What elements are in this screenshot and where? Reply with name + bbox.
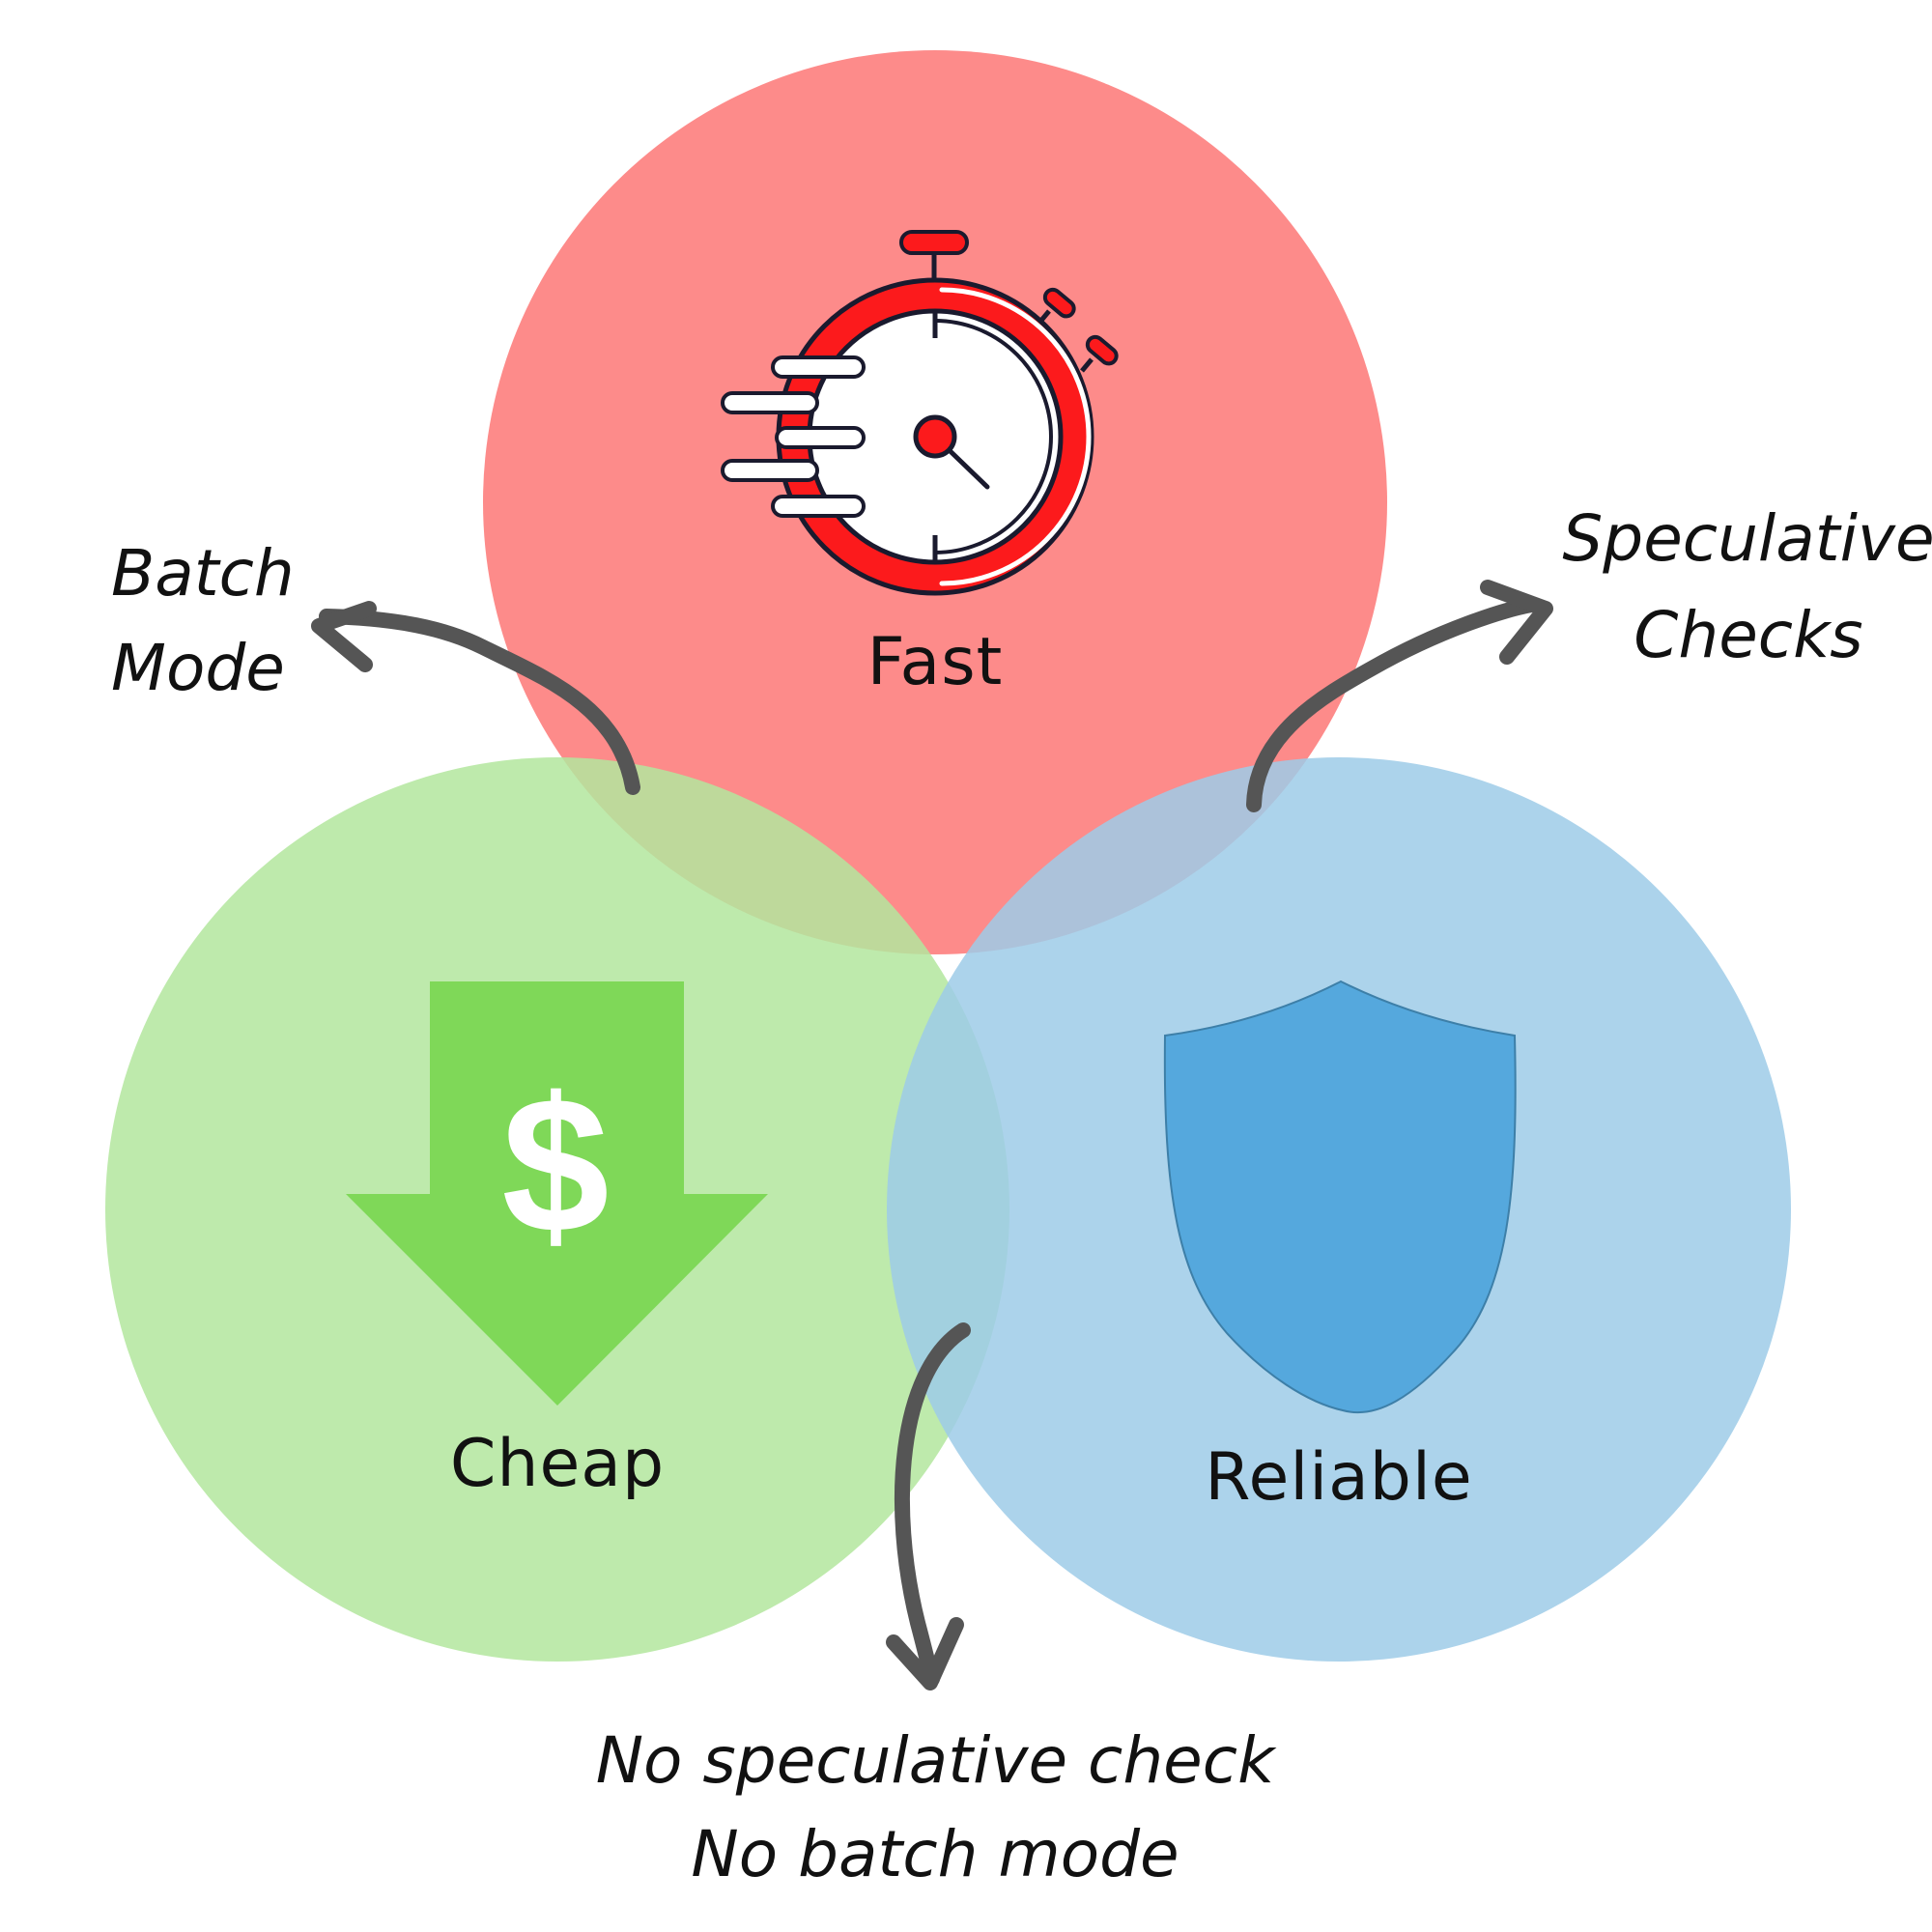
cheap-label: Cheap: [450, 1426, 665, 1502]
speculative-checks-note-line1: Speculative: [1562, 501, 1932, 576]
arrow-neither: [886, 1322, 971, 1690]
dollar-sign-icon: $: [501, 1058, 609, 1273]
reliable-label: Reliable: [1205, 1439, 1472, 1516]
batch-mode-note-line2: Mode: [111, 631, 285, 705]
fast-label: Fast: [867, 624, 1004, 700]
dollar-down-arrow-icon: $: [346, 981, 768, 1406]
neither-note-line2: No batch mode: [691, 1817, 1179, 1891]
shield-icon: [1163, 980, 1517, 1414]
neither-note-line1: No speculative check: [596, 1723, 1277, 1798]
arrow-speculative-checks: [1246, 580, 1553, 812]
arrow-batch-mode: [311, 601, 640, 795]
stopwatch-icon: [721, 230, 1119, 596]
batch-mode-note-line1: Batch: [111, 536, 295, 611]
speculative-checks-note-line2: Checks: [1634, 598, 1862, 672]
